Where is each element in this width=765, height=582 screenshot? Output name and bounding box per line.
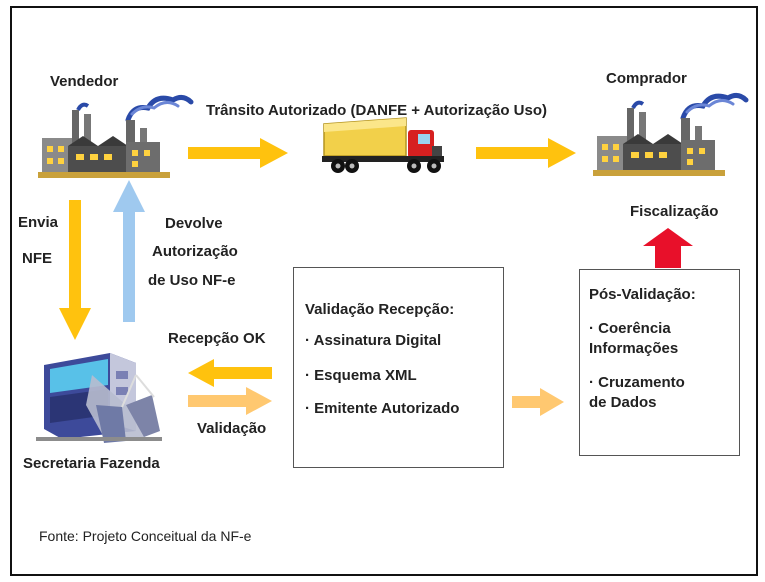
pos-validacao-title: Pós-Validação: [589,286,696,303]
secretaria-label: Secretaria Fazenda [23,455,160,472]
fiscalizacao-label: Fiscalização [630,203,719,220]
transit-arrow-left [188,138,288,168]
validacao-box-title: Validação Recepção: [305,301,455,318]
fiscalizacao-arrow-up [643,228,693,268]
pos-validacao-box: Pós-Validação: · Coerência Informações ·… [579,269,740,456]
pos-validacao-item1-line2: Informações [589,340,679,357]
secretaria-building-icon [36,353,162,443]
validacao-recepcao-box: Validação Recepção: · Assinatura Digital… [293,267,504,468]
comprador-factory-icon [593,92,749,176]
devolve-line3: de Uso NF-e [148,272,236,289]
envia-arrow-down [59,200,91,340]
pos-validacao-item1-line1: · Coerência [589,320,671,337]
comprador-label: Comprador [606,70,687,87]
recepcao-arrow-left [188,359,272,387]
validacao-label: Validação [197,420,267,437]
validacao-item: · Assinatura Digital [305,332,442,349]
to-pos-validacao-arrow [512,388,564,416]
devolve-line2: Autorização [152,243,238,260]
envia-line2: NFE [22,250,52,267]
recepcao-ok-label: Recepção OK [168,330,266,347]
validacao-arrow-right [188,387,272,415]
transit-label: Trânsito Autorizado (DANFE + Autorização… [206,102,547,119]
transit-arrow-right [476,138,576,168]
validacao-item: · Emitente Autorizado [305,400,460,417]
pos-validacao-item2-line2: de Dados [589,394,657,411]
validacao-item: · Esquema XML [305,367,417,384]
vendedor-label: Vendedor [50,73,119,90]
devolve-arrow-up [113,180,145,322]
truck-icon [322,117,444,173]
vendedor-factory-icon [38,94,194,178]
source-note: Fonte: Projeto Conceitual da NF-e [39,528,252,544]
pos-validacao-item2-line1: · Cruzamento [589,374,685,391]
devolve-line1: Devolve [165,215,223,232]
envia-line1: Envia [18,214,59,231]
